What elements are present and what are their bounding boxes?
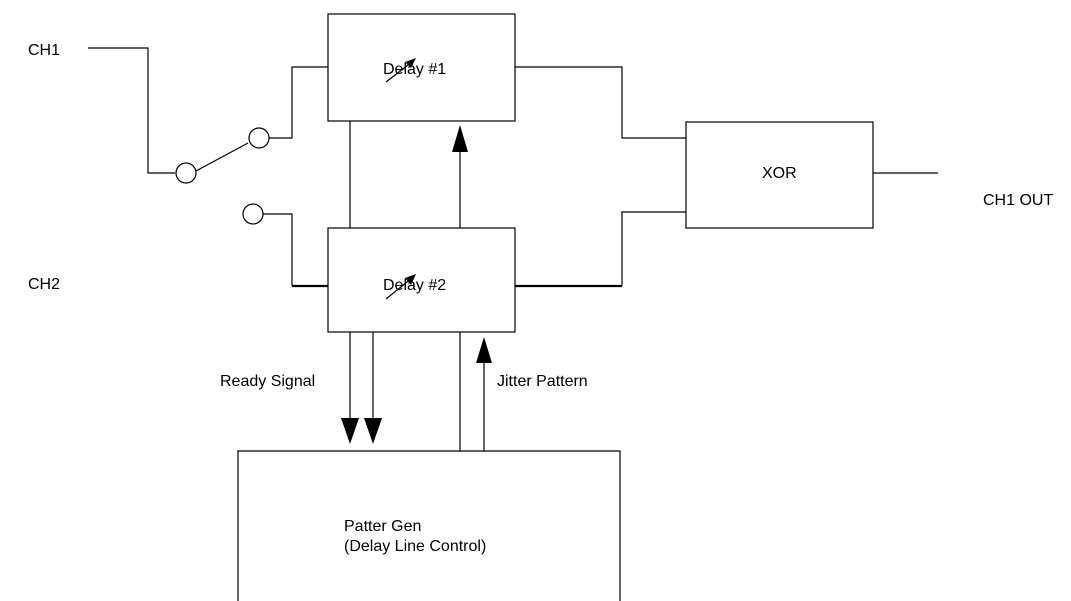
switch-terminal-delay1 [248, 127, 270, 149]
delay2-block [327, 227, 516, 333]
pattern-gen-sublabel: (Delay Line Control) [344, 538, 486, 555]
ch2-label: CH2 [28, 276, 60, 293]
ready-signal-label: Ready Signal [220, 373, 315, 390]
adjustable-arrow-icon [385, 58, 416, 83]
delay2-to-xor-wire-upper [621, 211, 686, 286]
switch-terminal-delay2 [242, 203, 264, 225]
ch1-out-label: CH1 OUT [983, 192, 1053, 209]
xor-block [685, 121, 874, 229]
delay1-block [327, 13, 516, 122]
delay1-control-arrow [452, 125, 468, 152]
switch-blade [195, 142, 249, 172]
switch-pivot-terminal [175, 162, 197, 184]
ready-signal-arrow-2 [364, 418, 382, 444]
adjustable-arrow-icon [385, 274, 416, 300]
pattern-gen-label: Patter Gen [344, 518, 421, 535]
switch-to-delay1-wire [269, 66, 328, 139]
ch1-input-wire [88, 47, 175, 174]
delay1-to-xor-wire [515, 66, 686, 139]
jitter-pattern-label: Jitter Pattern [497, 373, 588, 390]
xor-label: XOR [762, 165, 797, 182]
delay2-label: Delay #2 [383, 277, 446, 294]
pattern-gen-block [237, 450, 621, 601]
ready-signal-arrow-1 [341, 418, 359, 444]
switch-to-delay2-wire [263, 213, 293, 286]
ch1-label: CH1 [28, 42, 60, 59]
delay1-label: Delay #1 [383, 61, 446, 78]
jitter-pattern-arrow [476, 337, 492, 363]
